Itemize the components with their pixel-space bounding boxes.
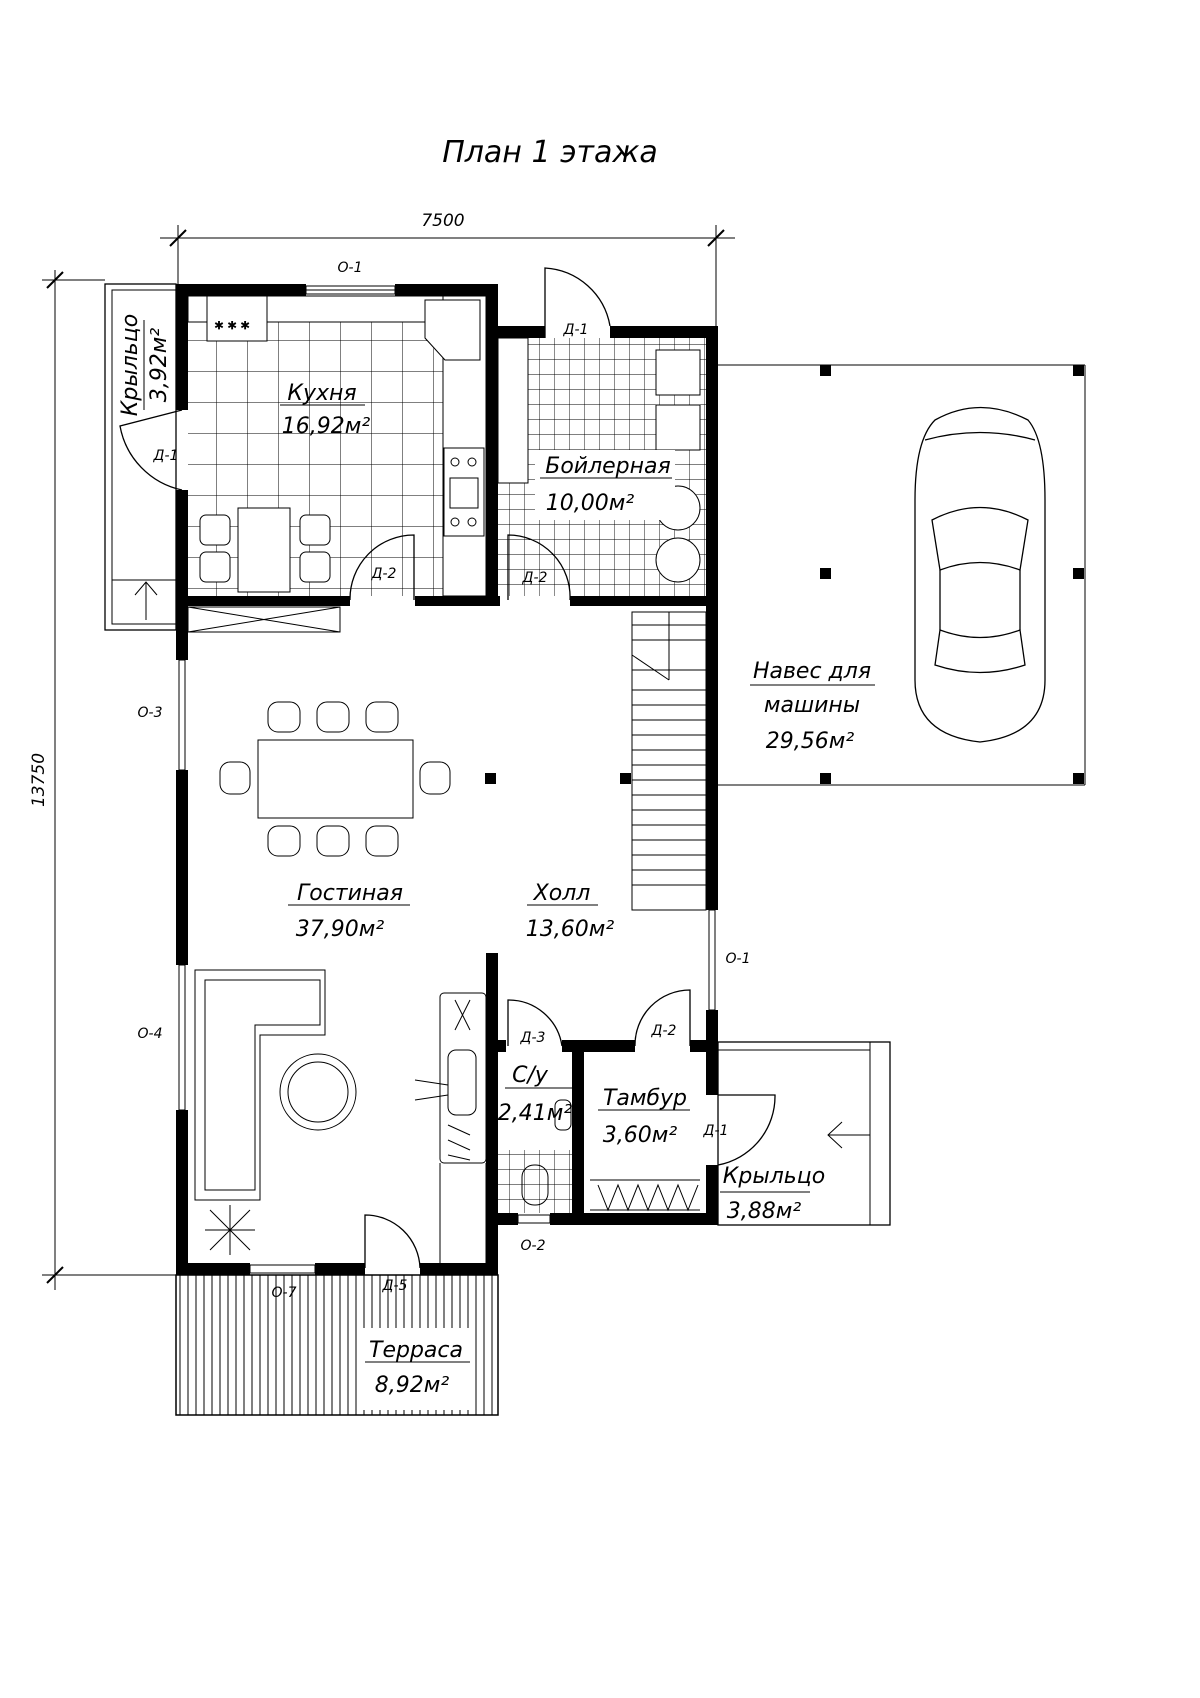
windows [178, 285, 716, 1274]
porch-right-area: 3,88м² [727, 1199, 802, 1224]
hall-name: Холл [533, 881, 591, 906]
door-mark-kitchen: Д-2 [371, 566, 397, 582]
kitchen-furniture: * * * [187, 295, 487, 633]
window-mark-o4: О-4 [138, 1026, 163, 1042]
door-mark-wc: Д-3 [520, 1030, 546, 1046]
wc-area: 2,41м² [498, 1101, 573, 1126]
door-mark-boiler-ext: Д-1 [563, 322, 589, 338]
carport-name-line1: Навес для [753, 659, 871, 684]
porch-left-area: 3,92м² [147, 328, 172, 403]
kitchen-name: Кухня [287, 381, 356, 406]
kitchen-area: 16,92м² [282, 414, 371, 439]
window-mark-wc: О-2 [521, 1238, 546, 1254]
hall-area: 13,60м² [526, 917, 615, 942]
staircase [631, 611, 707, 911]
walls [176, 284, 718, 1275]
room-labels: Кухня 16,92м² Бойлерная 10,00м² Гостиная… [280, 381, 690, 1148]
dimension-height: 13750 [29, 270, 176, 1290]
carport-area: 29,56м² [766, 729, 855, 754]
terrace-area: 8,92м² [375, 1373, 450, 1398]
plan-title: План 1 этажа [442, 135, 658, 170]
door-mark-entry: Д-1 [703, 1123, 729, 1139]
porch-right-name: Крыльцо [723, 1164, 825, 1189]
carport-name-line2: машины [764, 693, 860, 718]
carport: Навес для машины 29,56м² [485, 364, 1086, 786]
width-dimension-label: 7500 [421, 211, 464, 231]
window-mark-o7: О-7 [272, 1285, 297, 1301]
wc-floor-tiles [498, 1150, 572, 1213]
doors [119, 267, 776, 1269]
window-mark-kitchen: О-1 [338, 260, 363, 276]
wc-name: С/у [512, 1063, 549, 1088]
door-mark-porch-left: Д-1 [153, 448, 179, 464]
porch-left-name: Крыльцо [118, 314, 143, 416]
living-area: 37,90м² [296, 917, 385, 942]
car-icon [914, 406, 1046, 743]
vestibule-name: Тамбур [603, 1086, 687, 1111]
boiler-equipment [497, 337, 701, 583]
door-mark-vestibule: Д-2 [651, 1023, 677, 1039]
svg-text:* * *: * * * [215, 318, 249, 337]
living-furniture [194, 969, 700, 1263]
boiler-area: 10,00м² [546, 491, 635, 516]
dimension-width: 7500 [160, 211, 735, 330]
porch-right: Крыльцо 3,88м² [717, 1041, 891, 1226]
vestibule-area: 3,60м² [603, 1123, 678, 1148]
boiler-name: Бойлерная [545, 454, 671, 479]
door-mark-terrace: Д-5 [382, 1278, 408, 1294]
height-dimension-label: 13750 [29, 753, 49, 807]
terrace-name: Терраса [369, 1338, 463, 1363]
door-mark-boiler: Д-2 [522, 570, 548, 586]
element-marks: О-1 О-3 О-4 О-1 О-2 О-7 Д-1 Д-1 Д-2 Д-2 … [138, 260, 751, 1301]
window-mark-o3: О-3 [138, 705, 163, 721]
dining-table [219, 701, 451, 857]
kitchen-floor-tiles [188, 322, 443, 596]
porch-left: Крыльцо 3,92м² [104, 283, 177, 631]
window-mark-hall: О-1 [726, 951, 751, 967]
living-name: Гостиная [297, 881, 403, 906]
